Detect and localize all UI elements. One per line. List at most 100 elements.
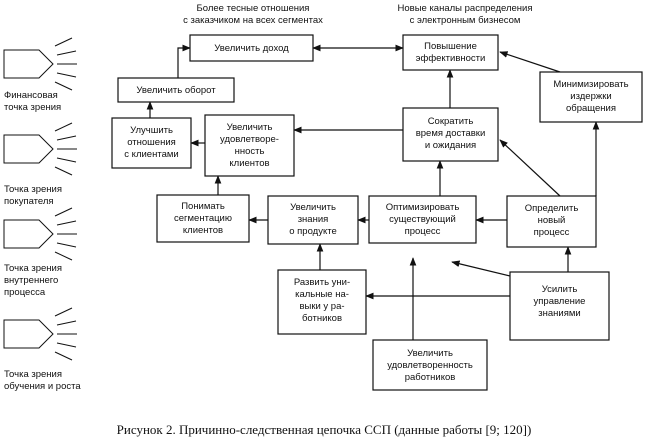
perspective-label-line: точка зрения <box>4 102 61 113</box>
node-box <box>156 194 250 243</box>
node-optimize-process: Оптимизировать существующий процесс <box>368 195 477 244</box>
node-box <box>368 195 477 244</box>
node-label: сегментацию <box>174 213 232 224</box>
node-label: Сократить <box>428 116 474 127</box>
perspective-pentagon-icon <box>3 49 54 79</box>
node-label: отношения <box>127 137 176 148</box>
node-label: Развить уни- <box>294 277 350 288</box>
edge-costs-to-efficiency <box>499 51 561 73</box>
node-label: Увеличить доход <box>214 43 289 54</box>
ray-line <box>54 307 73 317</box>
node-box <box>539 71 643 123</box>
ray-line <box>56 342 77 348</box>
node-box <box>372 339 488 391</box>
node-employee-satisfaction: Увеличить удовлетворенность работников <box>372 339 488 391</box>
node-label: процесс <box>534 227 570 238</box>
node-label: Повышение <box>424 41 477 52</box>
edge-define-to-time <box>499 139 561 197</box>
node-label: Усилить <box>542 284 578 295</box>
node-label: выки у ра- <box>299 301 344 312</box>
ray-line <box>56 320 77 326</box>
node-label: удовлетворенность <box>387 360 473 371</box>
perspective-label-line: Точка зрения <box>4 369 62 380</box>
figure-caption: Рисунок 2. Причинно-следственная цепочка… <box>117 422 532 437</box>
perspective-internal: Точка зрения внутреннего процесса <box>3 207 77 298</box>
ray-line <box>54 166 73 176</box>
node-box <box>402 34 499 71</box>
ray-line <box>56 135 77 141</box>
top-label-line: с заказчиком на всех сегментах <box>183 15 323 26</box>
node-increase-turnover: Увеличить оборот <box>117 77 235 103</box>
ray-line <box>56 242 77 248</box>
node-label: знаниями <box>538 308 580 319</box>
node-label: работников <box>405 372 456 383</box>
perspective-financial: Финансовая точка зрения <box>3 37 77 113</box>
node-box <box>277 269 367 335</box>
ray-line <box>54 122 73 132</box>
ray-line <box>54 37 73 47</box>
node-box <box>117 77 235 103</box>
node-box <box>204 114 295 177</box>
node-label: время доставки <box>416 128 486 139</box>
node-improve-relations: Улучшить отношения с клиентами <box>111 117 192 169</box>
node-box <box>267 195 359 245</box>
node-box <box>189 34 314 62</box>
node-label: Минимизировать <box>553 79 628 90</box>
node-increase-customer-satisfaction: Увеличить удовлетворе- нность клиентов <box>204 114 295 177</box>
ray-line <box>54 351 73 361</box>
node-box <box>506 195 597 248</box>
perspective-label-line: Точка зрения <box>4 263 62 274</box>
node-label: Оптимизировать <box>386 202 460 213</box>
node-label: обращения <box>566 103 616 114</box>
ray-line <box>56 220 77 226</box>
node-label: клиентов <box>183 225 223 236</box>
node-label: Увеличить <box>290 202 336 213</box>
node-box <box>509 271 610 341</box>
perspective-pentagon-icon <box>3 319 54 349</box>
ray-line <box>54 81 73 91</box>
node-label: Увеличить оборот <box>136 85 216 96</box>
perspective-label-line: процесса <box>4 287 46 298</box>
top-label-line: с электронным бизнесом <box>410 15 521 26</box>
node-label: Понимать <box>181 201 225 212</box>
node-define-process: Определить новый процесс <box>506 195 597 248</box>
perspective-label-line: внутреннего <box>4 275 58 286</box>
perspective-pentagon-icon <box>3 134 54 164</box>
node-label: эффективности <box>416 53 486 64</box>
edge-turnover-to-income <box>177 44 191 78</box>
node-label: кальные на- <box>295 289 349 300</box>
perspective-learning: Точка зрения обучения и роста <box>3 307 81 392</box>
top-label-line: Новые каналы распределения <box>398 3 533 14</box>
perspective-pentagon-icon <box>3 219 54 249</box>
node-increase-efficiency: Повышение эффективности <box>402 34 499 71</box>
node-reduce-time: Сократить время доставки и ожидания <box>402 107 499 162</box>
node-label: нность <box>235 146 265 157</box>
node-minimize-costs: Минимизировать издержки обращения <box>539 71 643 123</box>
node-box <box>111 117 192 169</box>
ray-line <box>56 72 77 78</box>
ray-line <box>54 251 73 261</box>
node-box <box>402 107 499 162</box>
node-label: и ожидания <box>425 140 476 151</box>
ray-line <box>56 50 77 56</box>
node-label: знания <box>298 214 329 225</box>
perspective-label-line: покупателя <box>4 196 54 207</box>
perspective-label-line: обучения и роста <box>4 381 81 392</box>
node-label: управление <box>534 296 586 307</box>
ray-line <box>56 157 77 163</box>
node-label: Увеличить <box>407 348 453 359</box>
top-label-line: Более тесные отношения <box>197 3 310 14</box>
perspective-label-line: Точка зрения <box>4 184 62 195</box>
node-label: Улучшить <box>130 125 173 136</box>
top-label-new-channels: Новые каналы распределения с электронным… <box>398 3 533 26</box>
node-label: удовлетворе- <box>220 134 279 145</box>
node-label: процесс <box>405 226 441 237</box>
node-label: о продукте <box>289 226 337 237</box>
node-knowledge-management: Усилить управление знаниями <box>509 271 610 341</box>
perspective-label-line: Финансовая <box>4 90 58 101</box>
perspective-customer: Точка зрения покупателя <box>3 122 77 207</box>
node-label: ботников <box>302 313 342 324</box>
node-understand-segmentation: Понимать сегментацию клиентов <box>156 194 250 243</box>
node-develop-skills: Развить уни- кальные на- выки у ра- ботн… <box>277 269 367 335</box>
